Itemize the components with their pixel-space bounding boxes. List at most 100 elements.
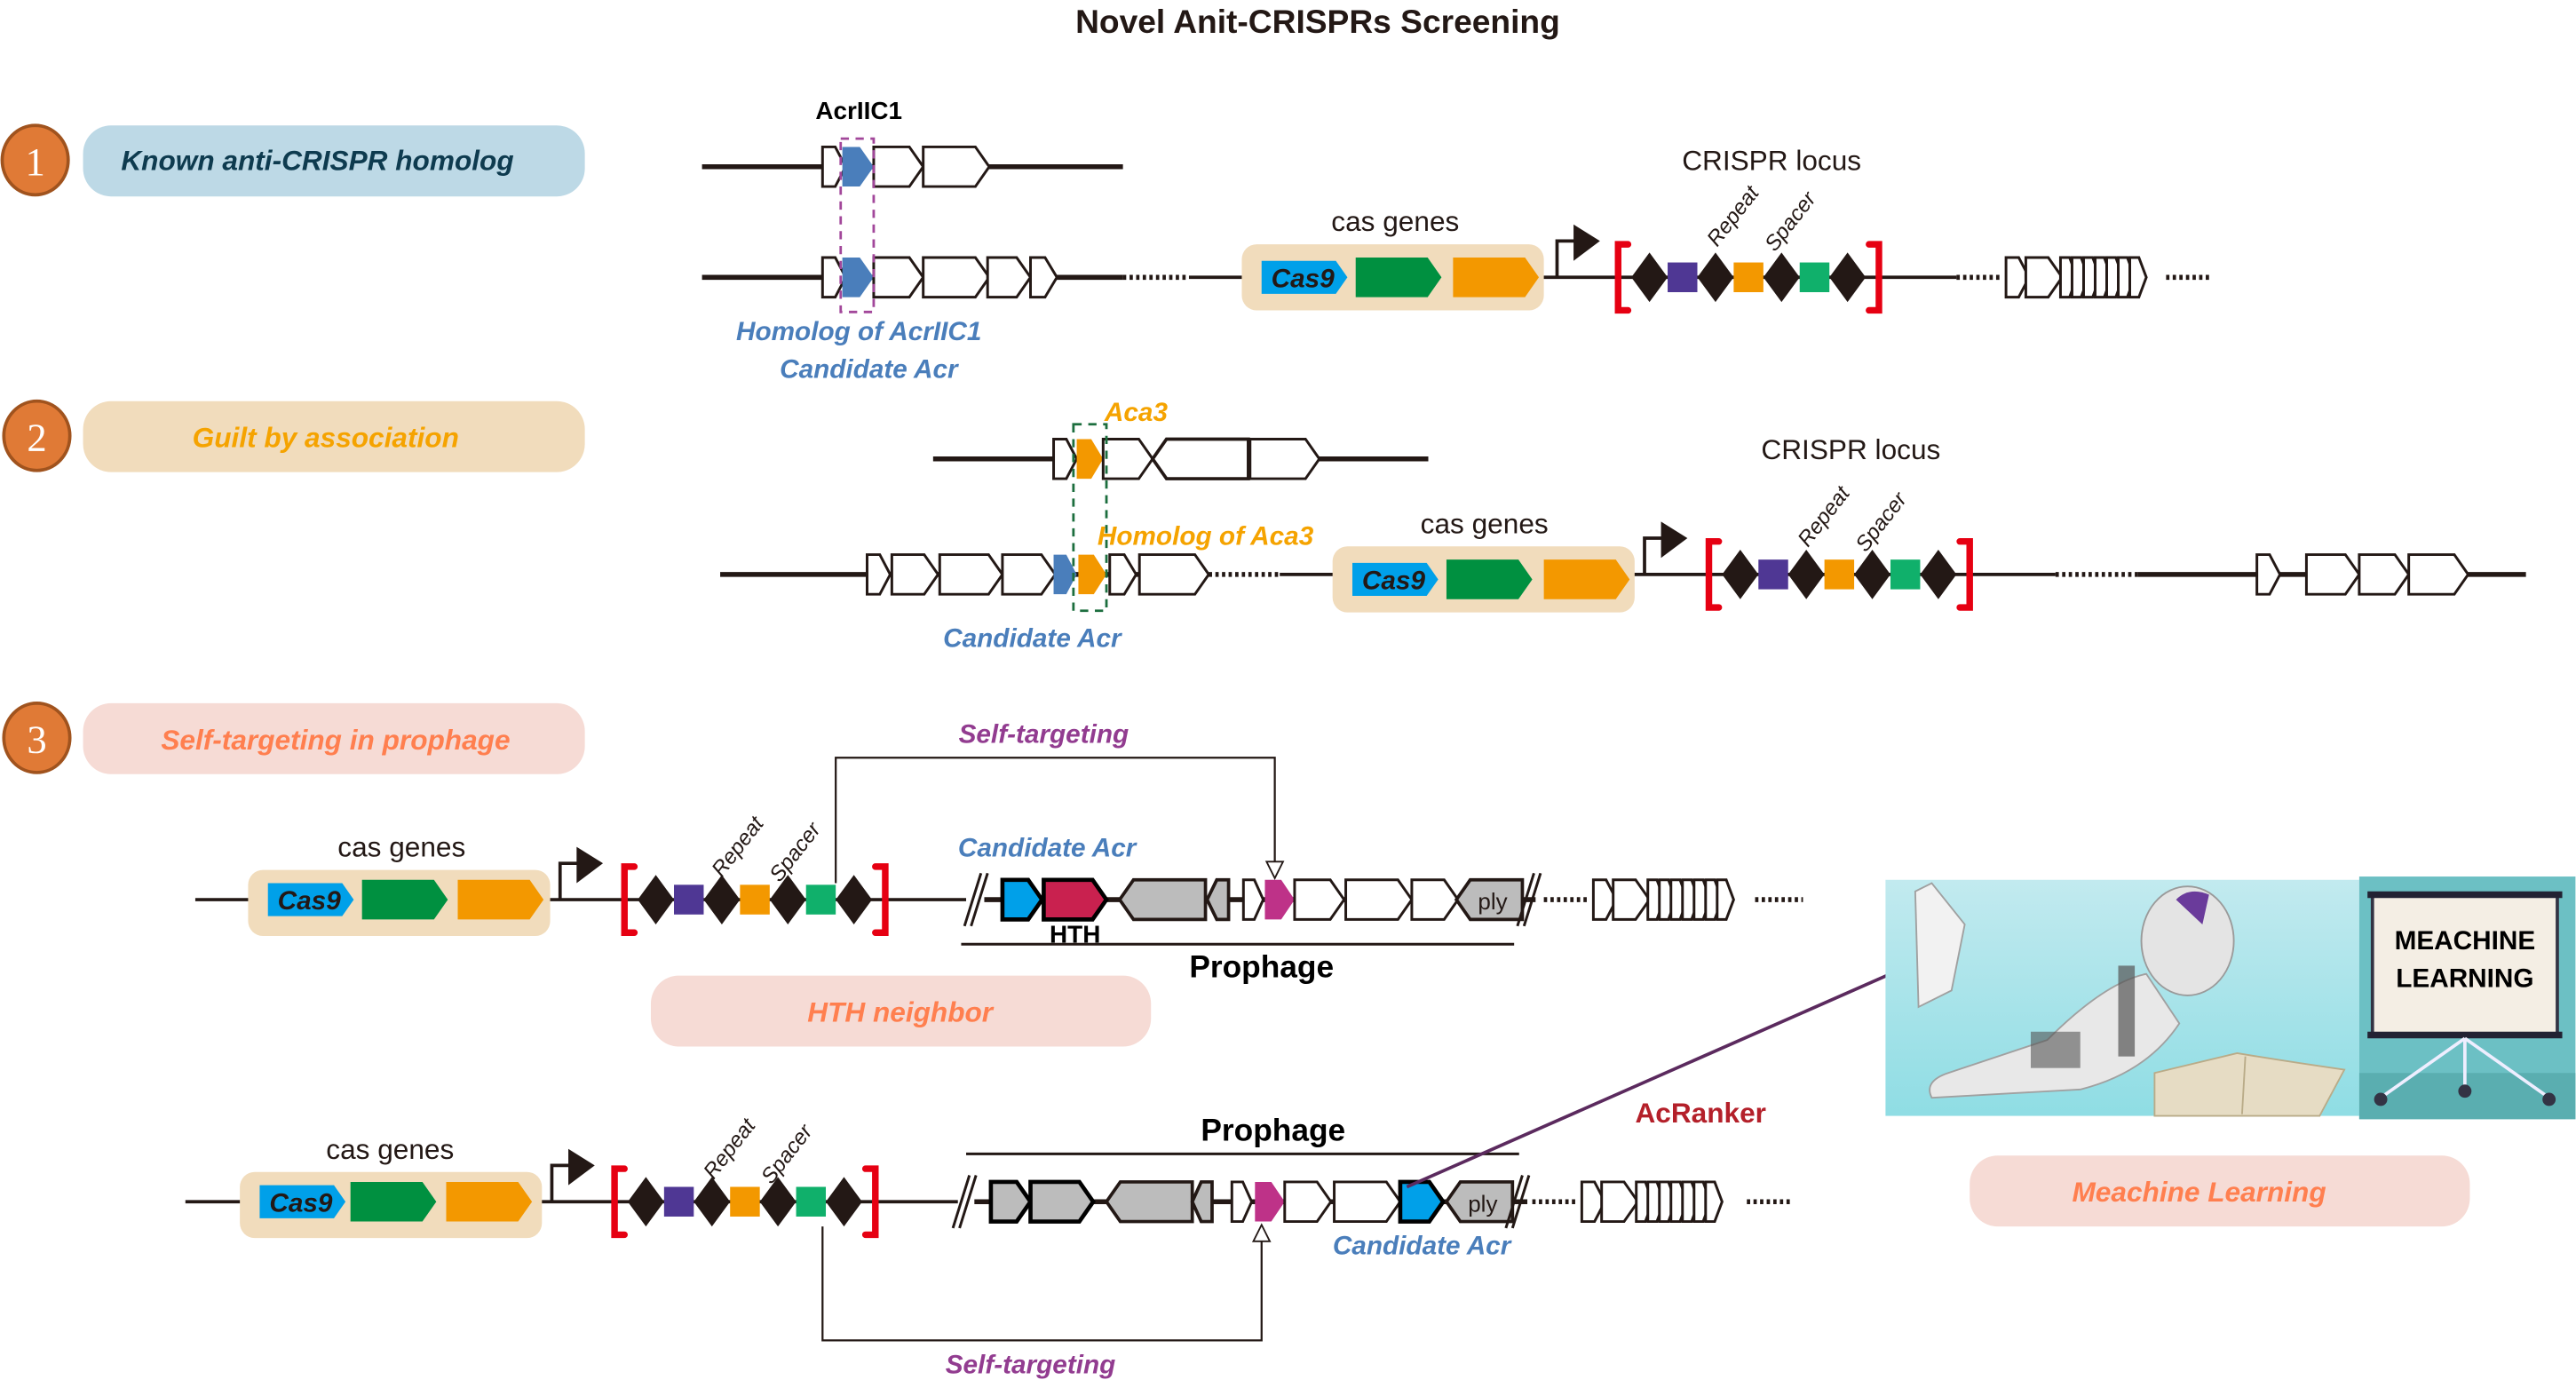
cas-genes-label-3a: cas genes <box>337 831 465 863</box>
repeat-diamond <box>836 875 873 924</box>
prophage-label-3a: Prophage <box>1189 949 1334 984</box>
aca3-homolog-gene <box>1078 554 1107 595</box>
cas-gene-green <box>1355 257 1442 297</box>
gene <box>1248 437 1321 480</box>
repeat-diamond <box>1787 549 1825 599</box>
spacer-label-3a: Spacer <box>765 817 826 886</box>
promoter-arrow-stem <box>550 1163 572 1202</box>
cas-gene-orange <box>1543 559 1630 599</box>
gene <box>2358 553 2411 596</box>
gene <box>890 553 940 596</box>
break-slash <box>1504 1175 1524 1229</box>
gene <box>922 145 991 188</box>
diagram-title: Novel Anit-CRISPRs Screening <box>1075 3 1560 40</box>
method-pill-hth-neighbor <box>650 975 1152 1047</box>
target-arrowhead-icon <box>1264 861 1285 880</box>
ply-label: ply <box>1478 888 1507 915</box>
method-pill-self-targeting <box>83 702 585 774</box>
homolog-acriic1-label: Homolog of AcrIIC1 <box>736 317 981 346</box>
repeat-diamond <box>1920 549 1957 599</box>
candidate-acr-gene <box>1000 877 1045 922</box>
gene <box>872 145 925 188</box>
gene <box>1101 437 1154 480</box>
robot-reading-image: MEACHINE LEARNING <box>1885 876 2576 1120</box>
spacer-block <box>674 884 704 915</box>
crispr-locus-label-2: CRISPR locus <box>1761 433 1940 465</box>
method-label-hth-neighbor: HTH neighbor <box>807 996 995 1028</box>
small-gene <box>2004 256 2031 299</box>
spacer-label-1: Spacer <box>1760 186 1821 256</box>
repeat-label-3a: Repeat <box>707 812 769 882</box>
acranker-label: AcRanker <box>1635 1097 1766 1129</box>
prophage-gene <box>1104 1180 1194 1224</box>
cas9-gene <box>267 883 354 916</box>
acriic1-label: AcrIIC1 <box>815 97 902 124</box>
repeat-diamond <box>1854 549 1890 599</box>
crispr-bracket-left <box>621 863 638 936</box>
step-number-3: 3 <box>27 718 46 762</box>
step-number-1: 1 <box>25 139 44 184</box>
homology-dashed-box-2 <box>1072 423 1108 613</box>
cas-gene-green <box>350 1181 437 1222</box>
break-slash <box>963 872 983 927</box>
spacer-block <box>730 1186 760 1217</box>
cas9-label: Cas9 <box>269 1188 333 1217</box>
gene <box>2304 553 2361 596</box>
ml-board-line-2: LEARNING <box>2396 964 2533 994</box>
small-gene <box>1580 1180 1607 1224</box>
candidate-acr-label-2: Candidate Acr <box>943 624 1122 654</box>
cas-gene-orange <box>457 879 544 920</box>
crispr-bracket-left <box>611 1165 628 1239</box>
step-badge-3 <box>2 702 72 774</box>
break-slash <box>958 1175 978 1229</box>
section-1-header: 1 Known anti-CRISPR homolog <box>0 123 585 197</box>
self-target-site-gene <box>1255 1181 1285 1222</box>
repeat-diamond <box>638 875 675 924</box>
spacer-block <box>1890 559 1921 590</box>
cas-genes-label-3b: cas genes <box>326 1133 454 1165</box>
candidate-acr-label-3b: Candidate Acr <box>1333 1232 1512 1261</box>
prophage-label-3b: Prophage <box>1201 1113 1345 1147</box>
repeat-diamond <box>826 1177 862 1227</box>
cas-gene-green <box>1446 559 1533 599</box>
crispr-bracket-right <box>1866 241 1882 314</box>
hth-label: HTH <box>1050 920 1100 948</box>
gene <box>872 256 925 299</box>
self-targeting-connector <box>821 1226 1263 1342</box>
promoter-arrow-icon <box>1573 224 1600 261</box>
cas-gene-orange <box>446 1181 533 1222</box>
gene <box>1001 553 1058 596</box>
cas9-label: Cas9 <box>1362 567 1426 596</box>
homolog-aca3-label: Homolog of Aca3 <box>1098 521 1314 551</box>
small-gene <box>1704 1180 1724 1224</box>
repeat-diamond <box>1631 252 1668 303</box>
ply-label: ply <box>1468 1190 1497 1217</box>
cas-gene-green <box>361 879 448 920</box>
small-gene <box>2128 256 2148 299</box>
self-targeting-label-3a: Self-targeting <box>959 719 1129 749</box>
self-targeting-connector <box>835 757 1276 884</box>
gene <box>1241 878 1265 921</box>
gene <box>922 256 991 299</box>
ml-board-line-1: MEACHINE <box>2395 926 2536 956</box>
step-badge-2 <box>2 399 72 472</box>
step-number-2: 2 <box>27 415 46 459</box>
cas9-gene <box>1261 260 1348 294</box>
section-3-header: 3 Self-targeting in prophage <box>2 702 585 774</box>
cas-genes-label-2: cas genes <box>1421 507 1549 539</box>
cas-genes-label-1: cas genes <box>1331 205 1459 237</box>
homology-dashed-box-1 <box>839 137 876 313</box>
method-label-known-homolog: Known anti-CRISPR homolog <box>121 144 513 176</box>
section-2-header: 2 Guilt by association <box>2 399 585 472</box>
method-label-self-targeting: Self-targeting in prophage <box>161 724 510 756</box>
repeat-label-2: Repeat <box>1793 481 1855 551</box>
spacer-block <box>1733 262 1764 293</box>
gene <box>1150 437 1250 480</box>
self-targeting-label-3b: Self-targeting <box>946 1351 1116 1380</box>
prophage-gene <box>1205 877 1231 922</box>
candidate-acr-gene <box>842 257 874 297</box>
spacer-block <box>1668 262 1698 293</box>
book-icon <box>2153 1051 2346 1117</box>
